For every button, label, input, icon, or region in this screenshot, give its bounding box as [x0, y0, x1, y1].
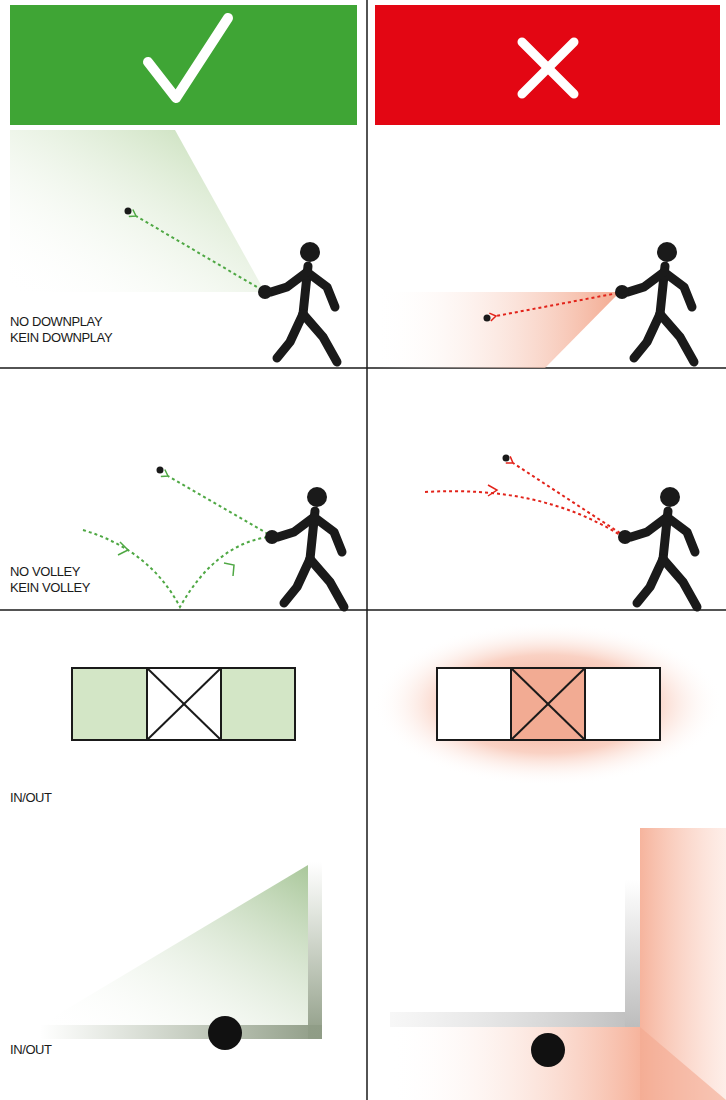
ball-path	[136, 216, 262, 290]
direction-chevron	[488, 485, 497, 496]
rule-label: NO VOLLEY	[10, 564, 80, 580]
ball	[208, 1016, 242, 1050]
out-zone	[640, 828, 726, 1100]
rule-label: IN/OUT	[10, 790, 52, 806]
out-zone	[390, 1027, 640, 1100]
in-cell	[72, 668, 147, 740]
boundary-line	[308, 862, 322, 1039]
ball-path	[513, 463, 620, 533]
rule-label: KEIN VOLLEY	[10, 580, 90, 596]
player-figure	[618, 487, 697, 607]
player-figure	[615, 242, 694, 362]
in-cell	[221, 668, 295, 740]
divider-line	[0, 367, 726, 369]
in-zone	[40, 865, 308, 1025]
ball-path	[83, 530, 268, 607]
allowed-zone	[10, 130, 265, 292]
ball-path	[425, 491, 620, 535]
table-outline	[437, 668, 660, 740]
out-cell	[511, 668, 585, 740]
player-figure	[265, 487, 344, 607]
forbidden-glow	[373, 622, 723, 786]
table-cell	[585, 668, 660, 740]
player-figure	[258, 242, 337, 362]
rule-label: IN/OUT	[10, 1042, 52, 1058]
boundary-line	[40, 1025, 322, 1039]
forbidden-zone	[375, 292, 620, 368]
rule-label: NO DOWNPLAY	[10, 314, 102, 330]
table-outline	[72, 668, 295, 740]
direction-chevron	[118, 542, 128, 555]
ball	[157, 467, 164, 474]
ball	[484, 315, 491, 322]
rule-label: KEIN DOWNPLAY	[10, 330, 112, 346]
ball-path	[496, 293, 618, 316]
forbidden-header	[375, 5, 720, 125]
boundary-line	[625, 880, 640, 1027]
ball	[125, 208, 132, 215]
divider-line	[366, 0, 368, 1100]
divider-line	[0, 609, 726, 611]
cross-symbol	[522, 42, 574, 94]
allowed-header	[10, 5, 357, 125]
ball	[531, 1033, 565, 1067]
check-symbol	[148, 18, 228, 98]
direction-chevron	[224, 563, 234, 576]
ball	[503, 455, 510, 462]
boundary-line	[390, 1012, 640, 1027]
ball-path	[168, 476, 268, 534]
out-zone	[640, 1027, 726, 1100]
table-cell	[437, 668, 511, 740]
